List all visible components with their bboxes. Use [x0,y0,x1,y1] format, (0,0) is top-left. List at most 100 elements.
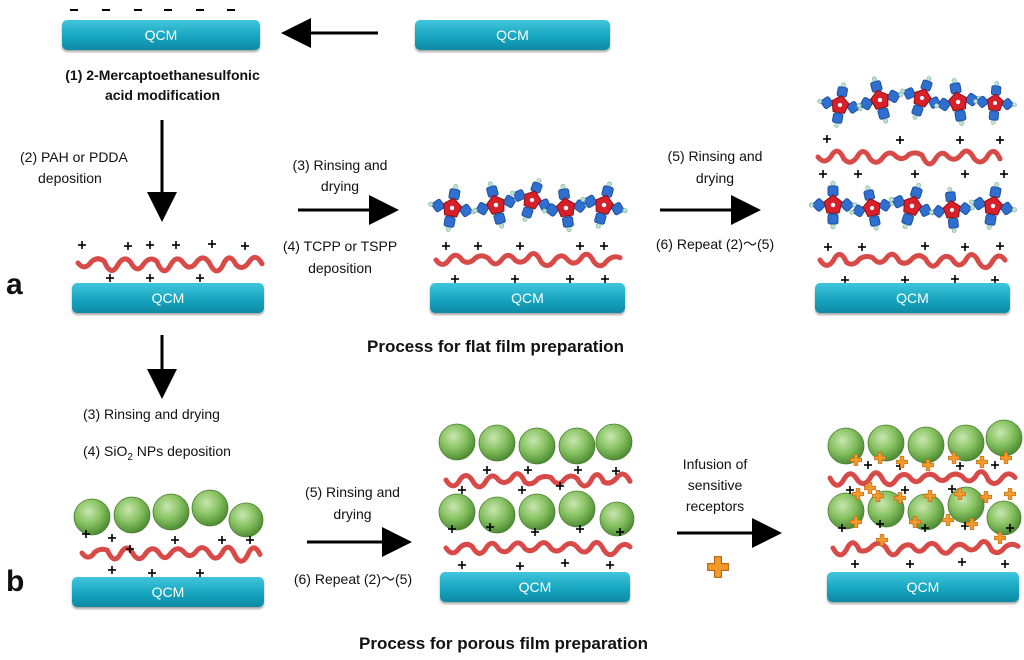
positive-charge-icon [846,486,854,494]
positive-charge-icon [486,523,494,531]
qcm-substrate-flat-film: QCM [815,283,1010,313]
sio2-nanoparticle-icon [152,493,190,531]
porphyrin-molecule-icon [888,182,936,230]
positive-charge-icon [78,241,86,249]
positive-charge-icon [823,135,831,143]
receptor-cross-icon [922,459,934,471]
positive-charge-icon [171,536,179,544]
sio2-nanoparticle-icon [438,493,476,531]
porous-step4-suffix: NPs deposition [132,443,231,459]
positive-charge-icon [126,545,134,553]
sio2-nanoparticle-icon [986,500,1022,536]
qcm-substrate-modified: QCM [62,20,260,50]
receptor-cross-icon [894,492,906,504]
polymer-chain-icon [443,471,633,490]
positive-charge-icon [901,486,909,494]
positive-charge-icon [824,243,832,251]
step1-label-line1: (1) 2-Mercaptoethanesulfonic [65,67,260,83]
porphyrin-molecule-icon [969,182,1017,230]
porphyrin-molecule-icon [934,78,982,126]
positive-charge-icon [991,276,999,284]
positive-charge-icon [951,275,959,283]
infusion-label-line2: sensitive [687,477,743,493]
sio2-nanoparticle-icon [438,423,476,461]
sio2-nanoparticle-icon [518,493,556,531]
positive-charge-icon [518,486,526,494]
porphyrin-molecule-icon [973,81,1017,125]
polymer-chain-icon [815,148,1003,167]
receptor-cross-icon [1004,488,1016,500]
sio2-nanoparticle-icon [947,424,985,462]
positive-charge-icon [451,275,459,283]
receptor-cross-icon [850,454,862,466]
porphyrin-molecule-icon [510,178,554,222]
receptor-cross-icon [707,556,729,578]
positive-charge-icon [958,558,966,566]
positive-charge-icon [458,486,466,494]
positive-charge-icon [1001,560,1009,568]
porous-film-caption: Process for porous film preparation [359,634,649,653]
sio2-nanoparticle-icon [478,496,516,534]
porous-step6-label: (6) Repeat (2)～(5) [293,571,413,587]
receptor-cross-icon [980,491,992,503]
receptor-cross-icon [948,452,960,464]
positive-charge-icon [124,242,132,250]
positive-charge-icon [524,466,532,474]
positive-charge-icon [511,275,519,283]
porphyrin-molecule-icon [849,185,895,231]
positive-charge-icon [146,241,154,249]
receptor-cross-icon [954,488,966,500]
positive-charge-icon [561,559,569,567]
positive-charge-icon [612,467,620,475]
positive-charge-icon [921,524,929,532]
sio2-nanoparticle-icon [113,496,151,534]
polymer-chain-icon [443,539,633,558]
porous-step4-label: (4) SiO2 NPs deposition [83,443,231,466]
positive-charge-icon [576,525,584,533]
porous-step4-prefix: (4) SiO [83,443,128,459]
porphyrin-molecule-icon [472,181,520,229]
positive-charge-icon [948,485,956,493]
positive-charge-icon [108,534,116,542]
polymer-chain-icon [79,544,263,564]
step4-label-line2: deposition [308,260,372,276]
positive-charge-icon [208,240,216,248]
sio2-nanoparticle-icon [518,427,556,465]
porous-step5-label-line1: (5) Rinsing and [305,484,400,500]
porphyrin-molecule-icon [808,180,858,230]
receptor-cross-icon [994,532,1006,544]
positive-charge-icon [906,560,914,568]
qcm-substrate-porphyrin: QCM [430,283,625,313]
sio2-nanoparticle-icon [985,419,1023,457]
infusion-label-line1: Infusion of [682,456,748,472]
positive-charge-icon [474,242,482,250]
positive-charge-icon [961,170,969,178]
positive-charge-icon [841,276,849,284]
positive-charge-icon [108,566,116,574]
positive-charge-icon [956,462,964,470]
positive-charge-icon [218,536,226,544]
step5-label-line1: (5) Rinsing and [667,148,763,164]
positive-charge-icon [996,242,1004,250]
positive-charge-icon [991,461,999,469]
positive-charge-icon [483,466,491,474]
positive-charge-icon [851,560,859,568]
positive-charge-icon [148,569,156,577]
qcm-substrate-initial: QCM [415,20,610,50]
positive-charge-icon [1000,170,1008,178]
receptor-cross-icon [864,482,876,494]
step6-label: (6) Repeat (2)～(5) [655,236,775,252]
step3-label-line1: (3) Rinsing and [292,157,388,173]
positive-charge-icon [106,274,114,282]
sio2-nanoparticle-icon [558,490,596,528]
positive-charge-icon [854,170,862,178]
positive-charge-icon [82,530,90,538]
sio2-nanoparticle-icon [191,489,229,527]
panel-label-b: b [6,565,25,598]
porphyrin-molecule-icon [542,184,590,232]
porous-step5-label-line2: drying [333,506,372,522]
receptor-cross-icon [872,490,884,502]
qcm-substrate-infused: QCM [827,572,1019,602]
